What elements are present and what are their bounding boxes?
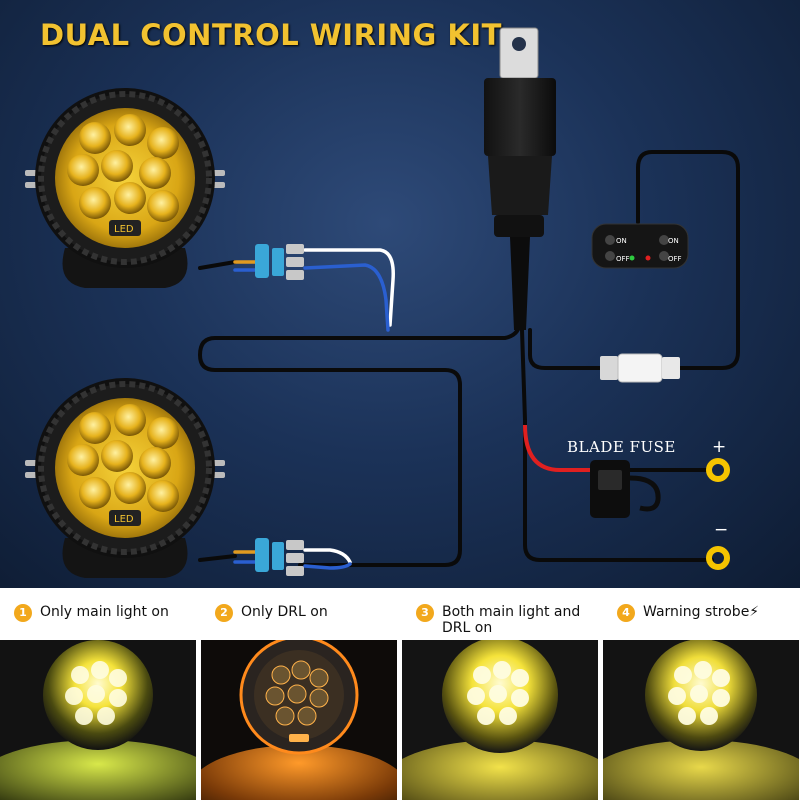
switch-left-on-label: ON [616,237,627,245]
mode-photo [201,640,397,800]
mode-photo [603,640,799,800]
mode-label: Only DRL on [241,604,328,620]
relay [484,27,556,330]
switch-right-on-label: ON [668,237,679,245]
mode-caption: 3 Both main light and DRL on [402,588,598,640]
mode-caption: 2 Only DRL on [201,588,397,640]
bottom-lamp-badge: LED [114,514,134,525]
mode-number-badge: 3 [416,604,434,622]
bottom-lamp-connectors [255,538,304,576]
mode-photo [402,640,598,800]
modes-strip: 1 Only main light on [0,588,800,800]
positive-sign: + [712,437,727,457]
mode-number-badge: 2 [215,604,233,622]
mode-number-badge: 1 [14,604,32,622]
switch-left-off-label: OFF [616,255,630,263]
mode-label: Both main light and DRL on [442,604,581,636]
mode-label: Warning strobe⚡ [643,604,760,620]
negative-sign: − [714,520,729,540]
mode-panel-4: 4 Warning strobe⚡ [603,588,799,800]
mode-caption: 1 Only main light on [0,588,196,640]
mode-caption: 4 Warning strobe⚡ [603,588,799,640]
wiring-diagram: ON OFF ON OFF [25,27,740,578]
dual-switch [591,223,689,269]
mode-panel-1: 1 Only main light on [0,588,196,800]
mode-number-badge: 4 [617,604,635,622]
negative-terminal [706,546,730,570]
positive-terminal [706,458,730,482]
fuse-label: BLADE FUSE [567,438,676,456]
page-title: DUAL CONTROL WIRING KIT [40,18,502,52]
blade-fuse [590,460,661,518]
switch-right-off-label: OFF [668,255,682,263]
mode-photo [0,640,196,800]
mode-panel-2: 2 Only DRL on [201,588,397,800]
mode-panel-3: 3 Both main light and DRL on [402,588,598,800]
switch-connector [600,353,680,383]
bottom-lamp: LED [25,378,225,578]
top-lamp-connectors [255,244,304,280]
top-lamp: LED [25,88,225,288]
top-lamp-badge: LED [114,224,134,235]
mode-label: Only main light on [40,604,169,620]
